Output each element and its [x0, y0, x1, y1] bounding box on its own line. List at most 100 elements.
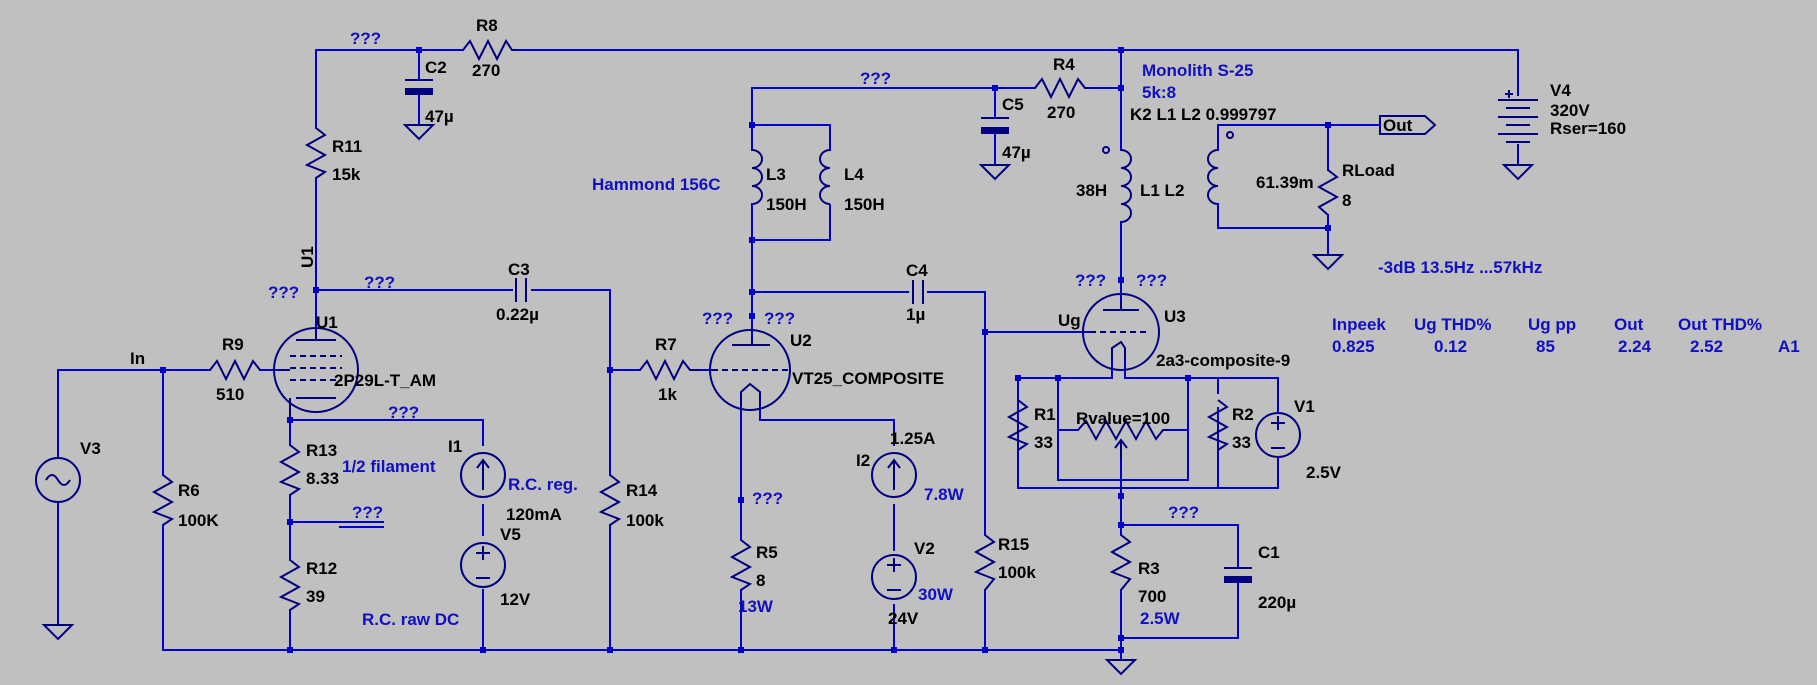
V4-ser: Rser=160 [1550, 119, 1626, 138]
capacitor-C5[interactable] [981, 109, 1009, 146]
R11-name: R11 [332, 137, 362, 156]
label-monolith: Monolith S-25 [1142, 61, 1253, 80]
net-label-unknown: ??? [764, 309, 795, 328]
resistor-R8[interactable] [462, 38, 517, 62]
meas-value-ug-pp: 85 [1536, 337, 1555, 356]
V2-power: 30W [918, 585, 954, 604]
tube-U2[interactable] [709, 329, 791, 411]
meas-header-out-thd: Out THD% [1678, 315, 1762, 334]
I2-power: 7.8W [924, 485, 965, 504]
U3-name: U3 [1164, 307, 1186, 326]
out-port[interactable] [1369, 115, 1437, 135]
L1-value: 38H [1076, 181, 1107, 200]
C4-value: 1µ [906, 305, 925, 324]
V1-name: V1 [1294, 397, 1315, 416]
resistor-R1[interactable] [1006, 399, 1030, 451]
R3-name: R3 [1138, 559, 1160, 578]
resistor-R5[interactable] [729, 539, 753, 591]
resistor-R7[interactable] [639, 358, 700, 382]
resistor-R9[interactable] [209, 358, 261, 382]
resistor-R6[interactable] [151, 474, 175, 526]
R7-name: R7 [655, 335, 677, 354]
tube-U1[interactable] [273, 327, 359, 418]
C5-name: C5 [1002, 95, 1024, 114]
capacitor-C1[interactable] [1224, 554, 1252, 591]
voltage-source-V2[interactable] [871, 554, 917, 600]
capacitor-C2[interactable] [405, 69, 433, 111]
tube-U3[interactable] [1082, 293, 1160, 371]
label-bandwidth: -3dB 13.5Hz ...57kHz [1378, 258, 1542, 277]
meas-value-ug-thd: 0.12 [1434, 337, 1467, 356]
R9-value: 510 [216, 385, 244, 404]
resistor-R13[interactable] [278, 444, 302, 496]
inductor-L1[interactable] [1102, 146, 1132, 229]
R8-value: 270 [472, 61, 500, 80]
capacitor-C4[interactable] [912, 280, 924, 304]
R13-name: R13 [306, 441, 337, 460]
capacitor-C3[interactable] [515, 278, 527, 302]
potentiometer-rvalue[interactable] [1077, 418, 1168, 458]
meas-header-out: Out [1614, 315, 1644, 334]
resistor-R3[interactable] [1109, 534, 1133, 591]
resistor-R2[interactable] [1206, 399, 1230, 451]
U2-model: VT25_COMPOSITE [792, 369, 944, 388]
resistor-RLoad[interactable] [1316, 169, 1340, 216]
resistor-R14[interactable] [598, 474, 622, 526]
meas-cell-ref: A1 [1778, 337, 1800, 356]
battery-V4[interactable] [1498, 90, 1538, 143]
C3-name: C3 [508, 260, 530, 279]
R5-value: 8 [756, 571, 765, 590]
V5-value: 12V [500, 590, 531, 609]
net-label-unknown: ??? [1075, 271, 1106, 290]
current-source-I2[interactable] [871, 452, 917, 498]
C2-name: C2 [425, 58, 447, 77]
R5-power: 13W [738, 597, 774, 616]
label-l1-l2: L1 L2 [1140, 181, 1184, 200]
L3-name: L3 [766, 165, 786, 184]
I2-name: I2 [856, 451, 870, 470]
meas-header-ug-thd: Ug THD% [1414, 315, 1491, 334]
resistor-R11[interactable] [304, 127, 328, 179]
L4-value: 150H [844, 195, 885, 214]
net-label-unknown: ??? [860, 69, 891, 88]
C2-value: 47µ [425, 107, 454, 126]
resistor-R15[interactable] [973, 534, 997, 591]
ground-symbol [41, 124, 1535, 676]
V3-name: V3 [80, 439, 101, 458]
R11-value: 15k [332, 165, 361, 184]
label-ug: Ug [1058, 311, 1081, 330]
label-kline: K2 L1 L2 0.999797 [1130, 105, 1276, 124]
net-label-unknown: ??? [752, 489, 783, 508]
inductor-L4[interactable] [819, 149, 831, 205]
inductor-L2[interactable] [1207, 131, 1234, 211]
label-u1-vertical: U1 [298, 246, 317, 268]
V2-value: 24V [888, 609, 919, 628]
V4-name: V4 [1550, 81, 1571, 100]
R8-name: R8 [476, 16, 498, 35]
voltage-source-V3[interactable] [35, 457, 81, 503]
label-hammond: Hammond 156C [592, 175, 720, 194]
inductor-L3[interactable] [751, 149, 763, 211]
V4-value: 320V [1550, 101, 1590, 120]
measurement-table: Inpeek Ug THD% Ug pp Out Out THD% 0.825 … [1332, 315, 1800, 356]
net-label-unknown: ??? [388, 403, 419, 422]
net-label-unknown: ??? [702, 309, 733, 328]
voltage-source-V1[interactable] [1217, 377, 1301, 489]
R5-name: R5 [756, 543, 778, 562]
resistor-R4[interactable] [984, 76, 1090, 100]
label-in: In [130, 349, 145, 368]
component-labels: R8 270 C2 47µ R11 15k U1 2P29L-T_AM C3 0… [80, 16, 1626, 629]
L2-value: 61.39m [1256, 173, 1314, 192]
resistor-R12[interactable] [278, 559, 302, 611]
pot-value: Rvalue=100 [1076, 409, 1170, 428]
R6-name: R6 [178, 481, 200, 500]
voltage-source-V5[interactable] [460, 542, 506, 588]
current-source-I1[interactable] [460, 452, 506, 498]
label-filament: 1/2 filament [342, 457, 436, 476]
U1-model: 2P29L-T_AM [334, 371, 436, 390]
R15-name: R15 [998, 535, 1029, 554]
I1-note: R.C. reg. [508, 475, 578, 494]
net-label-unknown: ??? [1168, 503, 1199, 522]
R12-name: R12 [306, 559, 337, 578]
C5-value: 47µ [1002, 143, 1031, 162]
